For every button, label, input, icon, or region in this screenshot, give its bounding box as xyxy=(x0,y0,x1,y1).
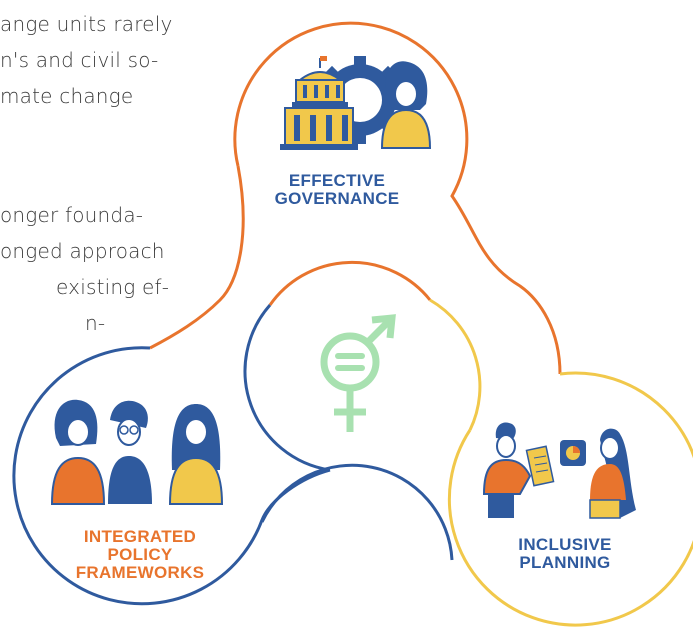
center-right-arc xyxy=(429,298,482,431)
chart-card-icon xyxy=(560,440,586,466)
body-text-line: mate change xyxy=(0,84,134,108)
person-left-icon xyxy=(50,399,106,505)
governance-outline xyxy=(233,21,562,375)
label-line: FRAMEWORKS xyxy=(75,563,205,582)
body-text-line: onger founda- xyxy=(0,203,144,227)
person-middle-icon xyxy=(108,400,152,504)
woman-figure-icon xyxy=(589,428,636,519)
three-people-group-icon xyxy=(50,399,224,505)
body-text-line: n- xyxy=(85,311,106,335)
center-top-arc xyxy=(268,260,432,306)
node-label-integrated-policy-frameworks: INTEGRATED POLICY FRAMEWORKS xyxy=(55,528,225,582)
label-line: INCLUSIVE xyxy=(518,535,612,554)
label-line: INTEGRATED xyxy=(83,527,197,546)
government-building-icon xyxy=(280,56,358,150)
label-line: EFFECTIVE xyxy=(288,171,386,190)
document-icon xyxy=(525,445,555,487)
label-line: PLANNING xyxy=(519,553,611,572)
woman-figure-icon xyxy=(380,61,432,149)
planning-outline xyxy=(447,371,693,627)
body-text-line: existing ef- xyxy=(56,275,170,299)
man-figure-icon xyxy=(482,422,532,518)
node-label-effective-governance: EFFECTIVE GOVERNANCE xyxy=(262,172,412,208)
body-text-line: n's and civil so- xyxy=(0,48,159,72)
body-text-line: ange units rarely xyxy=(0,12,173,36)
body-text-line: onged approach xyxy=(0,239,165,263)
gender-equality-symbol-icon xyxy=(320,314,396,432)
label-line: GOVERNANCE xyxy=(274,189,400,208)
two-people-planning-document-icon xyxy=(482,422,636,519)
center-left-arc xyxy=(243,304,331,472)
label-line: POLICY xyxy=(107,545,173,564)
node-label-inclusive-planning: INCLUSIVE PLANNING xyxy=(490,536,640,572)
governance-left-connector xyxy=(149,165,245,350)
government-building-gear-woman-icon xyxy=(280,56,432,150)
bottom-connector-arc xyxy=(260,463,454,561)
person-right-icon xyxy=(168,404,224,505)
